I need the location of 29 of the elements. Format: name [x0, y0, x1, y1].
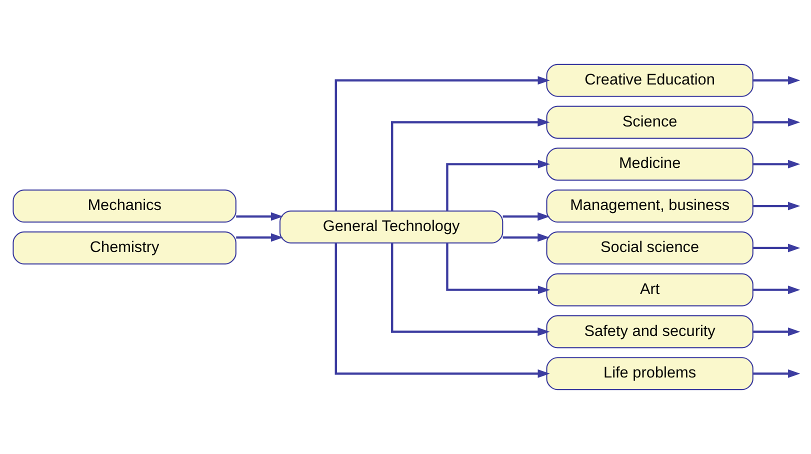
arrow: [753, 327, 800, 336]
node-box: Life problems: [546, 357, 754, 390]
arrow: [502, 212, 550, 221]
arrow: [753, 244, 800, 252]
arrow: [446, 243, 550, 294]
node-box: Social science: [546, 231, 754, 264]
node-box: Art: [546, 273, 754, 306]
arrow: [502, 233, 550, 242]
arrow: [753, 160, 800, 168]
arrow: [753, 369, 800, 378]
arrow: [753, 286, 800, 294]
arrow: [236, 212, 284, 221]
node-box: Science: [546, 106, 754, 139]
arrow: [753, 76, 800, 85]
arrow: [334, 243, 550, 378]
node-box: Creative Education: [546, 64, 754, 97]
arrow: [753, 118, 800, 127]
node-box: General Technology: [279, 210, 504, 244]
node-box: Safety and security: [546, 315, 754, 348]
node-box: Chemistry: [12, 231, 236, 264]
arrow: [446, 160, 550, 211]
node-box: Medicine: [546, 148, 754, 181]
node-box: Mechanics: [12, 190, 236, 223]
arrow: [236, 233, 284, 242]
arrow: [391, 243, 550, 336]
arrow: [334, 76, 550, 211]
node-box: Management, business: [546, 190, 754, 223]
arrow: [753, 202, 800, 210]
arrow: [391, 118, 550, 211]
